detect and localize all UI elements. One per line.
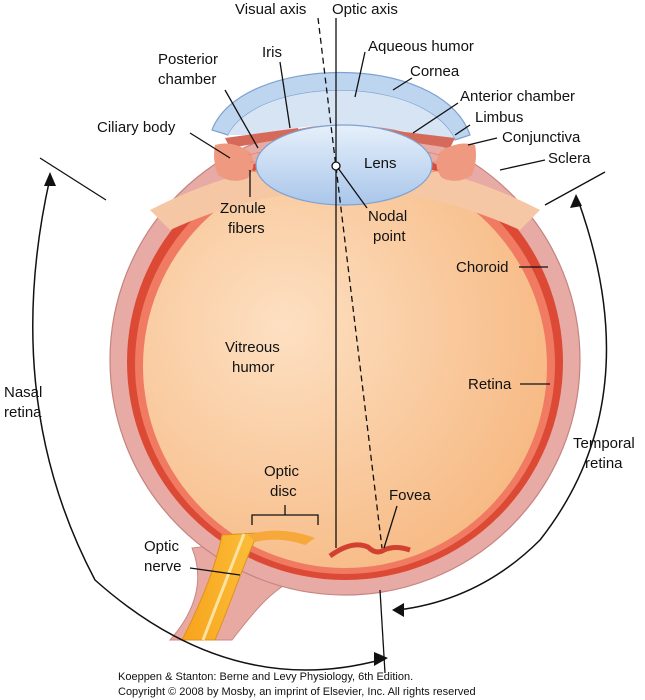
ciliary-body-left: [214, 143, 254, 181]
posterior-chamber-label-2: chamber: [158, 71, 216, 88]
iris-left: [225, 128, 300, 148]
optic-disc-bracket: [251, 505, 319, 525]
nasal-retina-arrow-top: [44, 172, 56, 186]
optic-disc: [248, 530, 315, 545]
nasal-retina-label-1: Nasal: [4, 384, 42, 401]
temporal-retina-arrow-bottom: [392, 603, 404, 617]
optic-disc-label-2: disc: [270, 483, 297, 500]
temporal-retina-arc: [397, 199, 608, 611]
lens-label: Lens: [364, 155, 397, 172]
iris-label: Iris: [262, 44, 282, 61]
nasal-retina-tick: [39, 157, 107, 201]
nasal-retina-arrow-bottom: [374, 652, 388, 666]
optic-axis-label: Optic axis: [332, 1, 398, 18]
limbus-label: Limbus: [475, 109, 523, 126]
retina-label: Retina: [468, 376, 512, 393]
vitreous-humor-label-1: Vitreous: [225, 339, 280, 356]
visual-axis-line: [317, 17, 383, 549]
optic-disc-label-1: Optic: [264, 463, 300, 480]
visual-axis-label: Visual axis: [235, 1, 306, 18]
optic-nerve-label-2: nerve: [144, 558, 182, 575]
cornea-label: Cornea: [410, 63, 460, 80]
vitreous-humor: [143, 164, 547, 568]
ciliary-body-label: Ciliary body: [97, 119, 176, 136]
optic-nerve-label-1: Optic: [144, 538, 180, 555]
anterior-chamber-label: Anterior chamber: [460, 88, 575, 105]
temporal-retina-label-2: retina: [585, 455, 623, 472]
caption-line-2: Copyright © 2008 by Mosby, an imprint of…: [118, 686, 476, 698]
bottom-tick: [379, 589, 386, 674]
nodal-point-label-2: point: [373, 228, 406, 245]
fovea-pit: [328, 542, 411, 559]
ciliary-body-right: [436, 143, 476, 181]
conjunctiva-label: Conjunctiva: [502, 129, 581, 146]
posterior-chamber-label-1: Posterior: [158, 51, 218, 68]
vitreous-humor-label-2: humor: [232, 359, 275, 376]
nasal-retina-label-2: retina: [4, 404, 42, 421]
leader-lines: [189, 51, 550, 576]
temporal-retina-arrow-top: [570, 194, 582, 208]
lens: [255, 124, 433, 206]
caption-line-1: Koeppen & Stanton: Berne and Levy Physio…: [118, 671, 413, 683]
optic-nerve-center: [201, 533, 246, 641]
choroid-label: Choroid: [456, 259, 509, 276]
nodal-point-label-1: Nodal: [368, 208, 407, 225]
zonule-fibers-label-2: fibers: [228, 220, 265, 237]
aqueous-humor: [228, 90, 455, 140]
temporal-retina-tick: [544, 171, 606, 206]
temporal-retina-label-1: Temporal: [573, 435, 635, 452]
zonule-fibers-label-1: Zonule: [220, 200, 266, 217]
aqueous-humor-label: Aqueous humor: [368, 38, 474, 55]
nasal-retina-arc: [32, 177, 381, 671]
fovea-label: Fovea: [389, 487, 431, 504]
sclera-label: Sclera: [548, 150, 591, 167]
